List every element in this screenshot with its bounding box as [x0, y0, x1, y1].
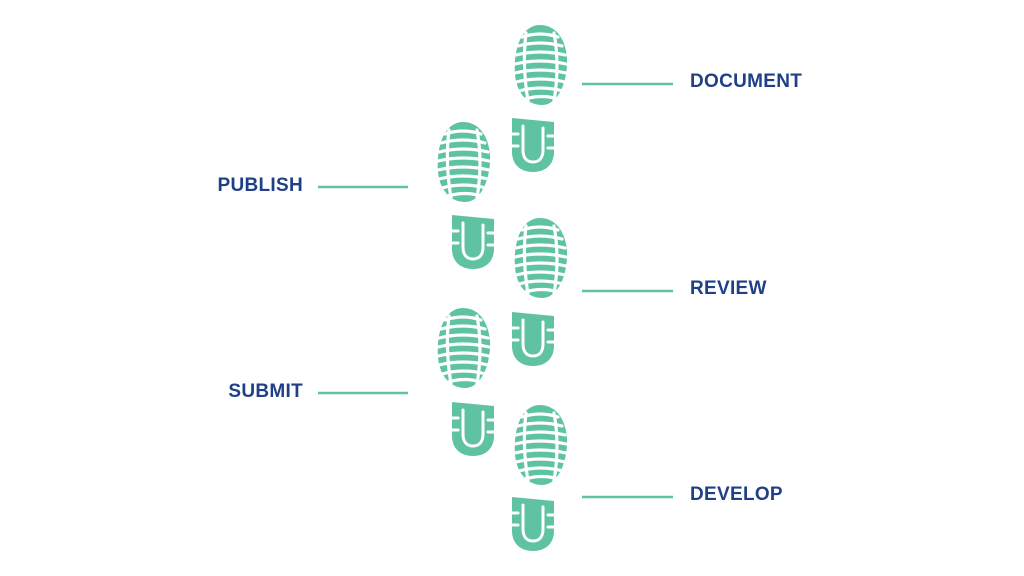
step-label-document: DOCUMENT — [690, 71, 803, 92]
footprint-review — [510, 218, 568, 366]
step-label-review: REVIEW — [690, 278, 767, 299]
heel-icon — [450, 215, 496, 269]
step-label-publish: PUBLISH — [217, 175, 303, 196]
footprint-develop — [510, 405, 568, 551]
heel-icon — [510, 497, 556, 551]
sole-icon — [513, 218, 568, 298]
footprint-publish — [436, 122, 496, 269]
heel-icon — [510, 312, 556, 366]
sole-icon — [436, 122, 491, 202]
step-label-develop: DEVELOP — [690, 484, 783, 505]
sole-icon — [513, 25, 568, 105]
heel-icon — [450, 402, 496, 456]
sole-icon — [513, 405, 568, 485]
step-label-submit: SUBMIT — [228, 381, 303, 402]
footprint-document — [510, 25, 568, 172]
sole-icon — [436, 308, 491, 388]
footprint-submit — [436, 308, 496, 456]
heel-icon — [510, 118, 556, 172]
